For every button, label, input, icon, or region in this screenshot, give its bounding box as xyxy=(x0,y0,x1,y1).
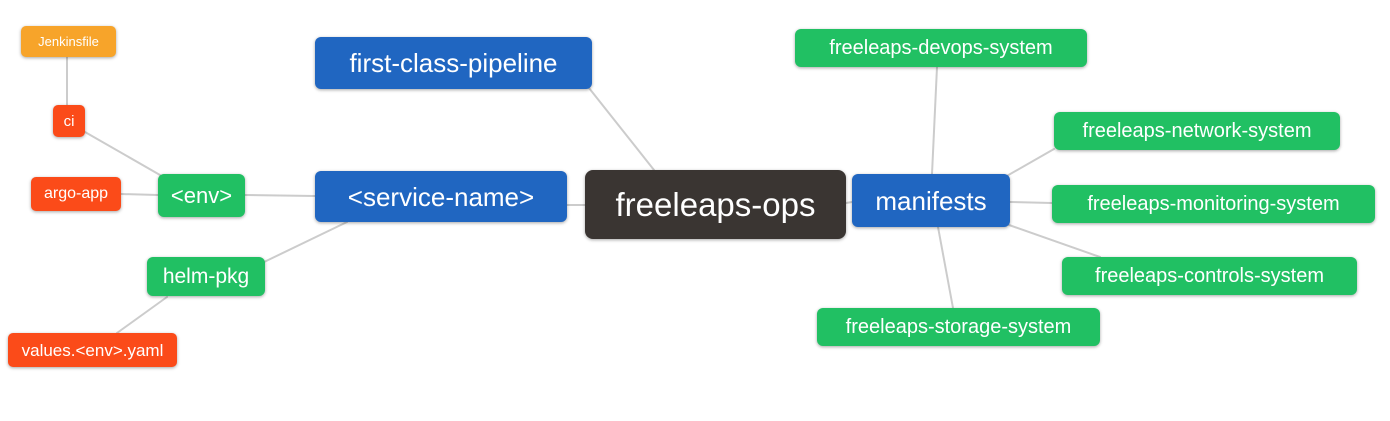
node-freeleaps-ops[interactable]: freeleaps-ops xyxy=(585,170,846,239)
node-argo-app[interactable]: argo-app xyxy=(31,177,121,211)
edge-values-helm-pkg xyxy=(116,296,168,334)
node-first-class-pipeline[interactable]: first-class-pipeline xyxy=(315,37,592,89)
node-manifests[interactable]: manifests xyxy=(852,174,1010,227)
node-freeleaps-controls-system[interactable]: freeleaps-controls-system xyxy=(1062,257,1357,295)
node-freeleaps-monitoring-system[interactable]: freeleaps-monitoring-system xyxy=(1052,185,1375,223)
edge-manifests-storage-system xyxy=(937,226,954,309)
node-service-name[interactable]: <service-name> xyxy=(315,171,567,222)
edge-pipeline-ops xyxy=(588,87,655,171)
node-freeleaps-network-system[interactable]: freeleaps-network-system xyxy=(1054,112,1340,150)
edge-argo-app-env xyxy=(120,193,159,196)
node-jenkinsfile[interactable]: Jenkinsfile xyxy=(21,26,116,57)
node-freeleaps-devops-system[interactable]: freeleaps-devops-system xyxy=(795,29,1087,67)
edge-ci-env xyxy=(84,131,161,176)
edge-manifests-monitoring-system xyxy=(1009,201,1053,204)
edge-manifests-controls-system xyxy=(1008,224,1101,258)
node-helm-pkg[interactable]: helm-pkg xyxy=(147,257,265,296)
node-freeleaps-storage-system[interactable]: freeleaps-storage-system xyxy=(817,308,1100,346)
node-ci[interactable]: ci xyxy=(53,105,85,137)
node-env[interactable]: <env> xyxy=(158,174,245,217)
edge-env-service-name xyxy=(244,194,316,197)
edge-ops-manifests xyxy=(845,201,853,204)
node-values-env-yaml[interactable]: values.<env>.yaml xyxy=(8,333,177,367)
edge-manifests-devops-system xyxy=(931,66,938,175)
edge-helm-pkg-service-name xyxy=(261,221,348,264)
edge-manifests-network-system xyxy=(1004,148,1055,178)
